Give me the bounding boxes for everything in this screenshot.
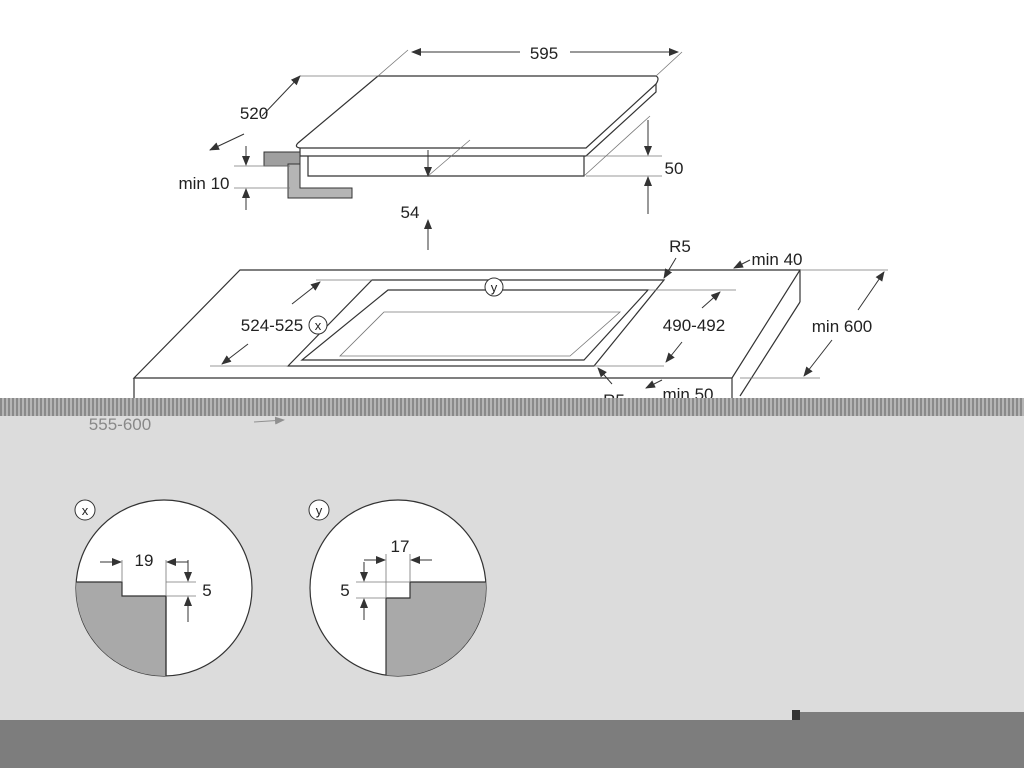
svg-text:x: x: [82, 503, 89, 518]
depth-below-label: 54: [401, 203, 420, 222]
min-depth-label: min 600: [812, 317, 872, 336]
svg-text:y: y: [491, 280, 498, 295]
cutout-inner: [300, 289, 650, 361]
cutout-width-dimension-line: [291, 281, 321, 305]
cutout-depth-label: 490-492: [663, 316, 725, 335]
cutout-depth-dimension-line: [701, 291, 721, 309]
detail-y-marker: [308, 499, 330, 521]
dark-bottom-band: [0, 720, 1024, 768]
detail-y-height-label: 5: [340, 581, 349, 600]
detail-x: x 19 5: [74, 499, 253, 677]
clearance-label: min 10: [178, 174, 229, 193]
striped-divider: [0, 398, 1024, 416]
hob-drawing: 595 520 min 10 50 54: [178, 44, 683, 250]
corner-radius-top-leader: [663, 257, 677, 279]
min-back-leader: [733, 259, 751, 269]
thickness-label: 50: [665, 159, 684, 178]
mounting-bracket: [287, 163, 353, 199]
min-back-label: min 40: [751, 250, 802, 269]
dark-band-step: [792, 712, 1024, 720]
detail-x-width-label: 19: [135, 551, 154, 570]
detail-x-marker: [74, 499, 96, 521]
hob-depth-label: 520: [240, 104, 268, 123]
hob-top-surface: [295, 75, 659, 149]
hob-body: [307, 156, 585, 177]
corner-radius-top-label: R5: [669, 237, 691, 256]
depth-dimension-line: [261, 75, 301, 117]
detail-y: y 17 5: [308, 499, 487, 677]
svg-text:y: y: [316, 503, 323, 518]
dark-band-notch: [792, 710, 800, 720]
detail-x-worktop-section: [76, 581, 167, 676]
worktop-drawing: y x R5 min 40 min 600 524-525 490-492 R5: [132, 237, 888, 410]
min-front-leader: [645, 379, 663, 389]
hob-body-back-edge: [583, 115, 651, 177]
cutout-width-label: 524-525: [241, 316, 303, 335]
detail-y-worktop-section: [385, 581, 486, 676]
detail-y-width-label: 17: [391, 537, 410, 556]
hob-width-label: 595: [530, 44, 558, 63]
svg-text:x: x: [315, 318, 322, 333]
detail-x-height-label: 5: [202, 581, 211, 600]
corner-radius-bottom-leader: [597, 367, 613, 385]
marker-y: [484, 277, 504, 297]
min-depth-dimension-line: [857, 271, 885, 311]
marker-x: [308, 315, 328, 335]
